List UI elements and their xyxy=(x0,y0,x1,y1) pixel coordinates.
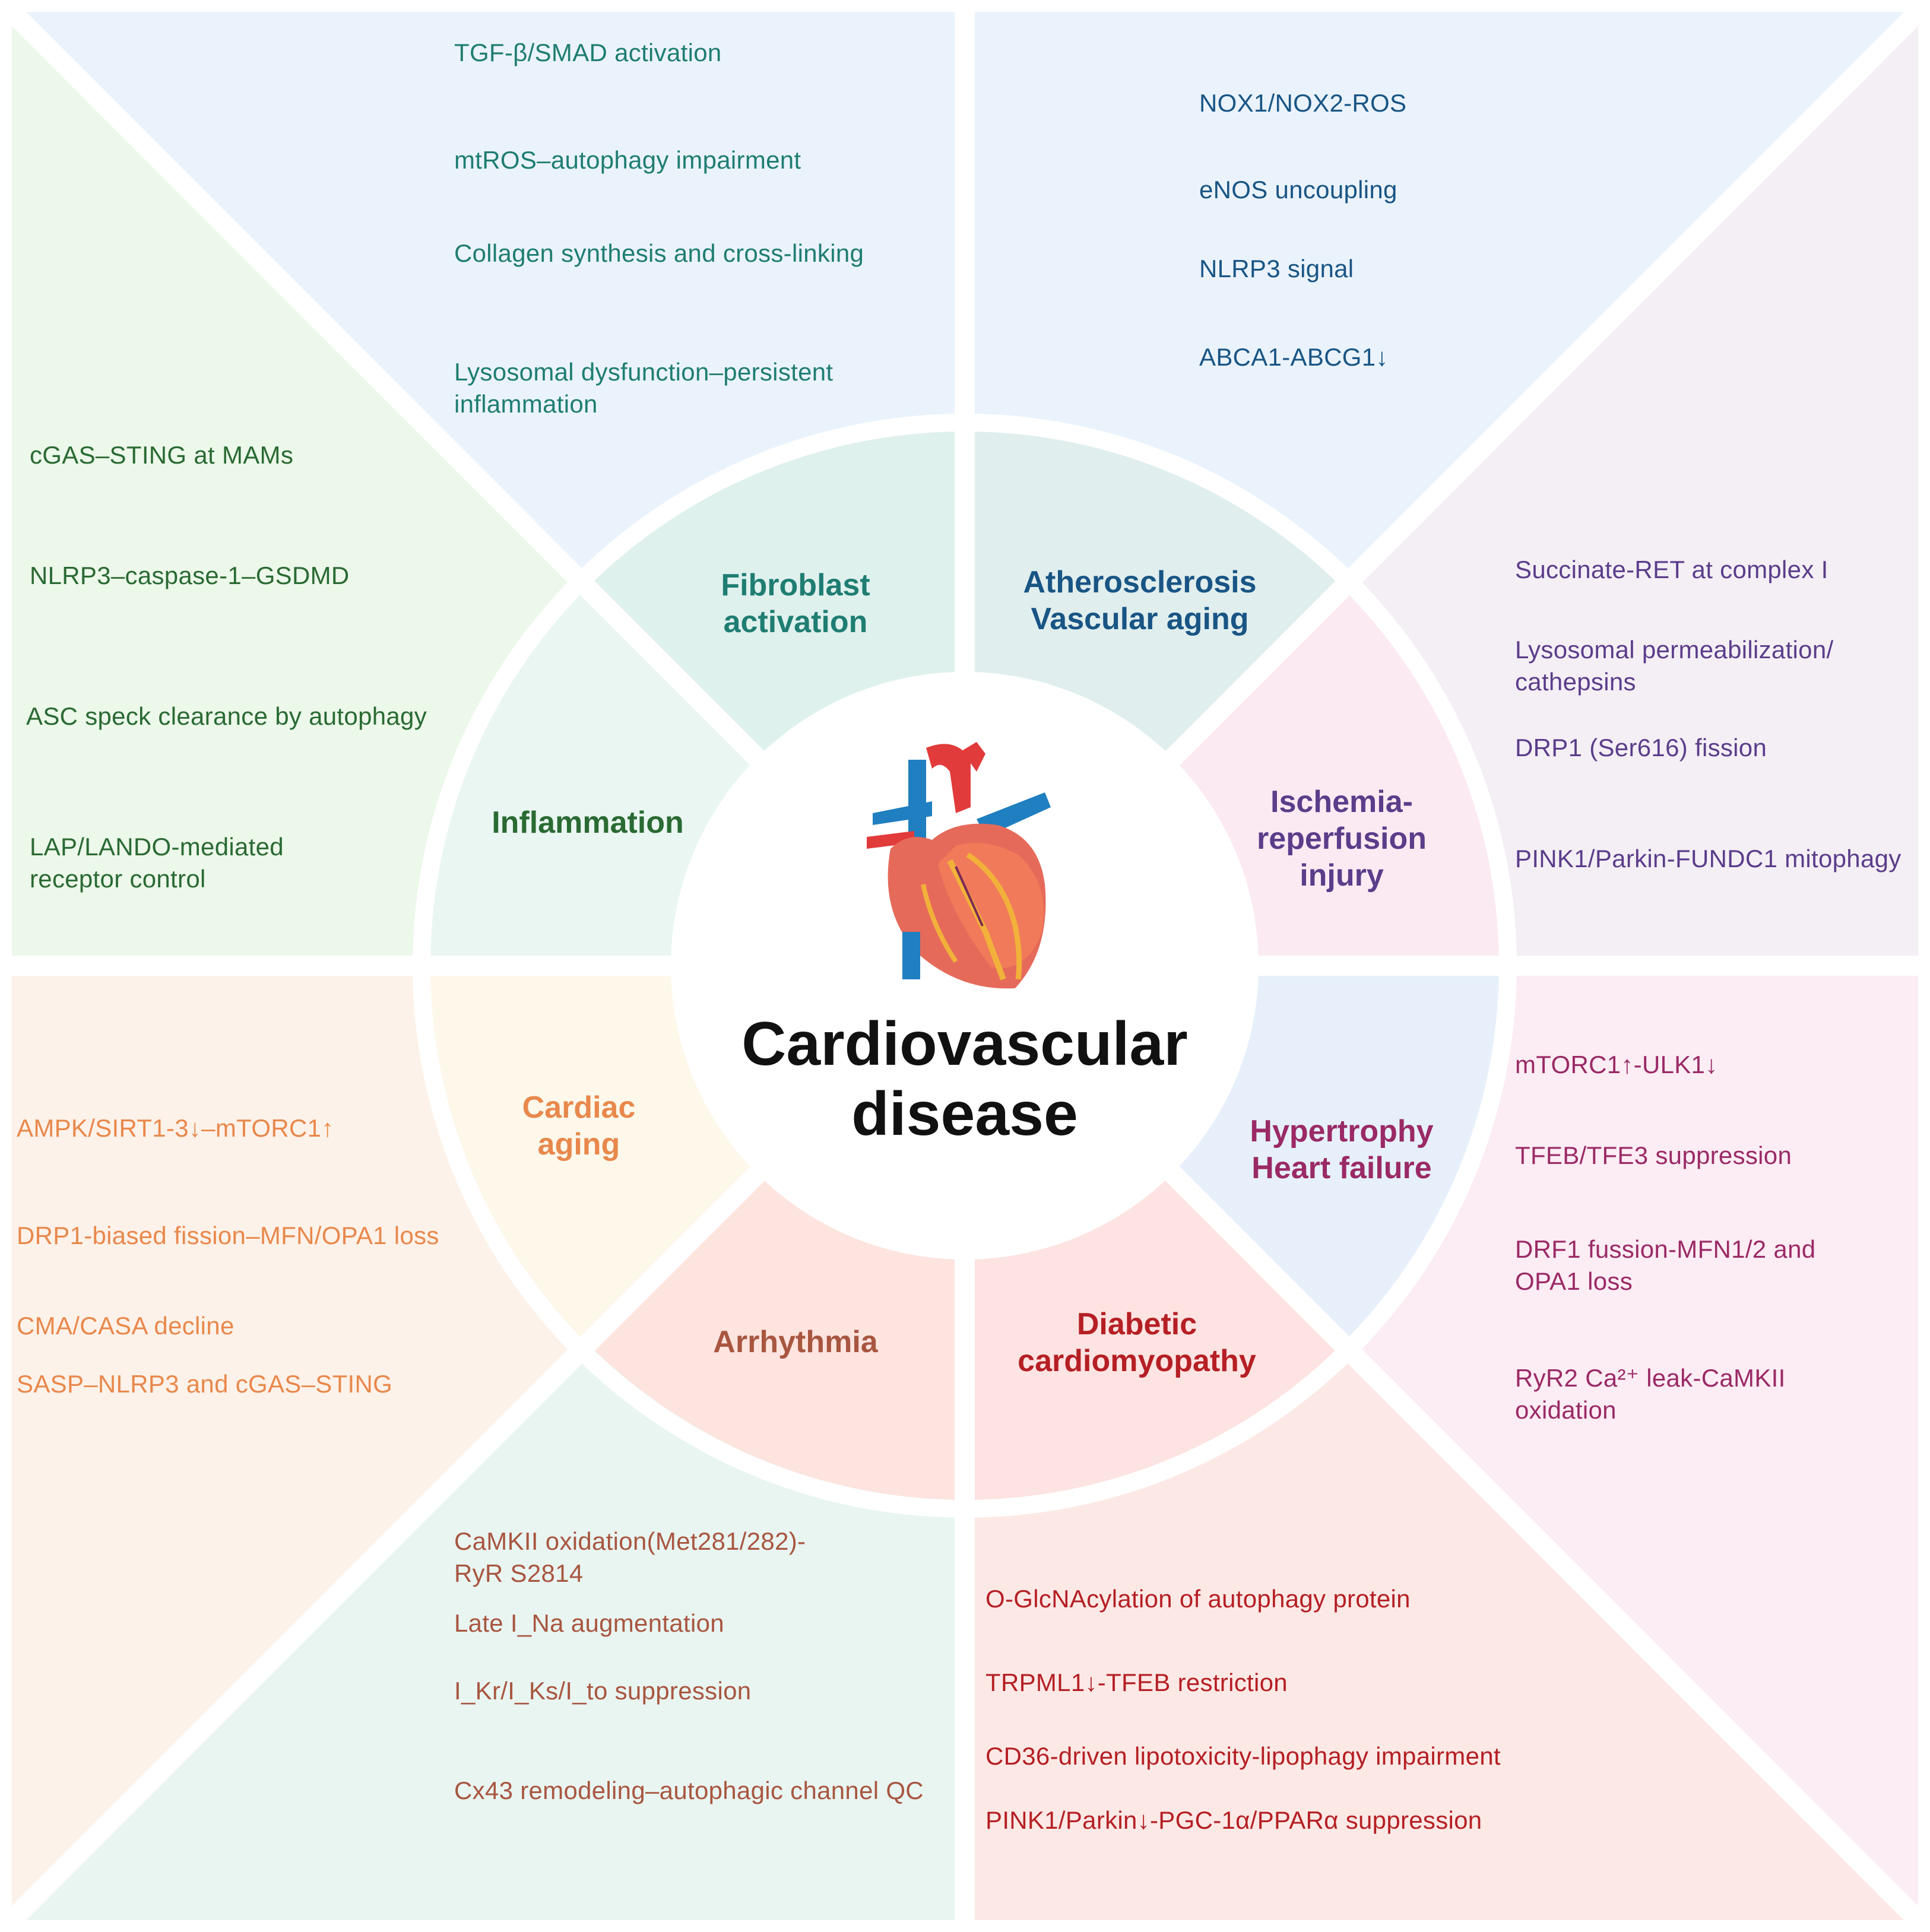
mechanism-atherosclerosis-2: eNOS uncoupling xyxy=(1199,176,1397,204)
mechanism-ischemia-2: Lysosomal permeabilization/ cathepsins xyxy=(1515,636,1834,696)
mechanism-ischemia-3: DRP1 (Ser616) fission xyxy=(1515,734,1767,762)
mechanism-hypertrophy-1: mTORC1↑-ULK1↓ xyxy=(1515,1051,1718,1078)
mechanism-aging-4: SASP–NLRP3 and cGAS–STING xyxy=(17,1370,393,1398)
mechanism-diabetic-4: PINK1/Parkin↓-PGC-1α/PPARα suppression xyxy=(985,1806,1482,1834)
mechanism-hypertrophy-3: DRF1 fussion-MFN1/2 and OPA1 loss xyxy=(1515,1235,1816,1295)
segment-label-aging: Cardiac aging xyxy=(522,1090,636,1162)
mechanism-inflammation-3: ASC speck clearance by autophagy xyxy=(26,702,427,730)
mechanism-hypertrophy-4: RyR2 Ca²⁺ leak-CaMKII oxidation xyxy=(1515,1364,1786,1424)
mechanism-fibroblast-3: Collagen synthesis and cross-linking xyxy=(454,239,864,267)
mechanism-arrhythmia-4: Cx43 remodeling–autophagic channel QC xyxy=(454,1776,924,1804)
mechanism-arrhythmia-2: Late I_Na augmentation xyxy=(454,1609,724,1637)
heart-anatomy-icon xyxy=(867,742,1051,989)
mechanism-fibroblast-1: TGF-β/SMAD activation xyxy=(454,39,722,66)
mechanism-fibroblast-2: mtROS–autophagy impairment xyxy=(454,146,801,174)
mechanism-fibroblast-4: Lysosomal dysfunction–persistent inflamm… xyxy=(454,358,834,418)
center-title: Cardiovascular disease xyxy=(741,1010,1188,1149)
mechanism-inflammation-2: NLRP3–caspase-1–GSDMD xyxy=(30,561,350,589)
segment-label-diabetic: Diabetic cardiomyopathy xyxy=(1018,1307,1256,1378)
mechanism-arrhythmia-1: CaMKII oxidation(Met281/282)- RyR S2814 xyxy=(454,1527,806,1587)
mechanism-hypertrophy-2: TFEB/TFE3 suppression xyxy=(1515,1141,1792,1169)
mechanism-aging-3: CMA/CASA decline xyxy=(17,1312,234,1340)
mechanism-atherosclerosis-1: NOX1/NOX2-ROS xyxy=(1199,89,1407,117)
segment-label-fibroblast: Fibroblast activation xyxy=(721,568,870,639)
segment-label-atherosclerosis: Atherosclerosis Vascular aging xyxy=(1023,565,1257,636)
mechanism-inflammation-4: LAP/LANDO-mediated receptor control xyxy=(30,833,284,893)
segment-label-hypertrophy: Hypertrophy Heart failure xyxy=(1250,1114,1434,1185)
mechanism-arrhythmia-3: I_Kr/I_Ks/I_to suppression xyxy=(454,1677,752,1705)
mechanism-diabetic-2: TRPML1↓-TFEB restriction xyxy=(985,1668,1288,1696)
mechanism-ischemia-1: Succinate-RET at complex I xyxy=(1515,556,1828,583)
mechanism-ischemia-4: PINK1/Parkin-FUNDC1 mitophagy xyxy=(1515,845,1902,873)
mechanism-inflammation-1: cGAS–STING at MAMs xyxy=(30,441,294,469)
mechanism-diabetic-1: O-GlcNAcylation of autophagy protein xyxy=(985,1585,1411,1613)
mechanism-atherosclerosis-4: ABCA1-ABCG1↓ xyxy=(1199,343,1389,371)
segment-label-arrhythmia: Arrhythmia xyxy=(713,1325,878,1359)
mechanism-atherosclerosis-3: NLRP3 signal xyxy=(1199,255,1354,283)
mechanism-aging-2: DRP1-biased fission–MFN/OPA1 loss xyxy=(17,1222,439,1249)
segment-label-ischemia: Ischemia-reperfusion injury xyxy=(1256,785,1427,893)
segment-label-inflammation: Inflammation xyxy=(492,805,684,840)
mechanism-aging-1: AMPK/SIRT1-3↓–mTORC1↑ xyxy=(17,1114,334,1142)
mechanism-diabetic-3: CD36-driven lipotoxicity-lipophagy impai… xyxy=(985,1742,1501,1770)
